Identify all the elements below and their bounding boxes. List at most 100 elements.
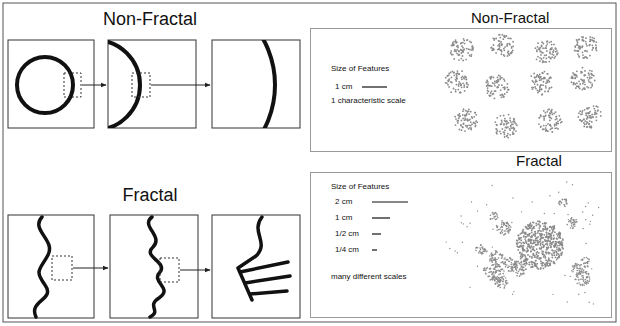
cluster-dot — [510, 258, 512, 260]
fractal-curve — [238, 217, 262, 300]
particle-dot — [548, 80, 550, 82]
particle-dot — [544, 91, 546, 93]
cluster-dot — [533, 249, 535, 251]
particle-dot — [500, 115, 502, 117]
cluster-dot — [520, 265, 522, 267]
particle-dot — [595, 41, 597, 43]
particle-dot — [579, 88, 581, 90]
cluster-dot — [529, 246, 531, 248]
cluster-dot — [586, 277, 588, 279]
particle-dot — [472, 45, 474, 47]
cluster-dot — [593, 303, 594, 304]
particle-dot — [543, 119, 545, 121]
cluster-dot — [497, 279, 499, 281]
particle-dot — [556, 118, 558, 120]
particle-dot — [460, 124, 462, 126]
particle-dot — [545, 130, 547, 132]
cluster-dot — [561, 245, 563, 247]
cluster-dot — [551, 257, 553, 259]
cluster-dot — [559, 236, 561, 238]
particle-dot — [495, 38, 497, 40]
particle-dot — [490, 92, 492, 94]
cluster-dot — [500, 227, 502, 229]
panel-heading: Fractal — [516, 153, 562, 170]
particle-dot — [541, 78, 543, 80]
cluster-dot — [492, 255, 493, 256]
cluster-dot — [496, 259, 498, 261]
particle-dot — [546, 73, 548, 75]
cluster-dot — [529, 239, 531, 241]
particle-dot — [464, 117, 466, 119]
cluster-dot — [507, 259, 509, 261]
cluster-dot — [490, 258, 492, 260]
particle-dot — [580, 72, 582, 74]
particle-dot — [537, 56, 539, 58]
cluster-dot — [538, 227, 540, 229]
particle-dot — [588, 112, 590, 114]
cluster-dot — [511, 222, 512, 223]
particle-dot — [470, 111, 472, 113]
particle-dot — [496, 124, 498, 126]
cluster-dot — [528, 264, 530, 266]
cluster-dot — [534, 256, 536, 258]
cluster-dot — [556, 249, 558, 251]
particle-dot — [578, 50, 580, 52]
particle-dot — [537, 89, 539, 91]
zoom-panel — [8, 40, 94, 128]
particle-dot — [471, 123, 473, 125]
cluster-dot — [572, 227, 574, 229]
particle-dot — [535, 47, 537, 49]
particle-dot — [462, 42, 464, 44]
particle-dot — [502, 131, 504, 133]
particle-dot — [548, 88, 550, 90]
cluster-dot — [510, 266, 512, 268]
particle-dot — [577, 42, 579, 44]
cluster-dot — [497, 264, 499, 266]
cluster-dot — [575, 221, 577, 223]
particle-dot — [535, 88, 537, 90]
particle-dot — [453, 44, 455, 46]
particle-dot — [554, 56, 556, 58]
particle-dot — [586, 57, 588, 59]
cluster-dot — [515, 267, 517, 269]
cluster-dot — [494, 283, 496, 285]
cluster-dot — [539, 235, 541, 237]
cluster-dot — [517, 261, 519, 263]
particle-dot — [501, 121, 503, 123]
particle-dot — [460, 125, 462, 127]
cluster-dot — [582, 284, 584, 286]
cluster-dot — [476, 247, 478, 249]
cluster-dot — [528, 245, 530, 247]
particle-dot — [471, 46, 473, 48]
cluster-dot — [537, 268, 539, 270]
cluster-dot — [517, 273, 519, 275]
cluster-dot — [519, 275, 521, 277]
cluster-dot — [551, 231, 553, 233]
particle-dot — [583, 40, 585, 42]
cluster-dot — [565, 201, 567, 203]
particle-dot — [511, 47, 513, 49]
cluster-dot — [495, 261, 496, 262]
particle-dot — [588, 113, 590, 115]
scale-note: 1 characteristic scale — [331, 97, 406, 106]
particle-dot — [547, 91, 549, 93]
scale-value: 1/4 cm — [335, 246, 359, 255]
particle-dot — [458, 85, 460, 87]
cluster-dot — [558, 201, 560, 203]
cluster-dot — [544, 223, 546, 225]
particle-dot — [475, 114, 477, 116]
particle-dot — [501, 53, 503, 55]
cluster-dot — [490, 267, 492, 269]
cluster-dot — [529, 256, 531, 258]
particle-dot — [468, 109, 470, 111]
cluster-dot — [553, 254, 555, 256]
cluster-dot — [535, 264, 537, 266]
particle-dot — [495, 90, 497, 92]
cluster-dot — [588, 259, 590, 261]
particle-dot — [576, 44, 578, 46]
particle-dot — [532, 88, 534, 90]
cluster-dot — [541, 246, 543, 248]
cluster-dot — [544, 213, 545, 214]
cluster-dot — [508, 229, 510, 231]
particle-dot — [454, 116, 456, 118]
